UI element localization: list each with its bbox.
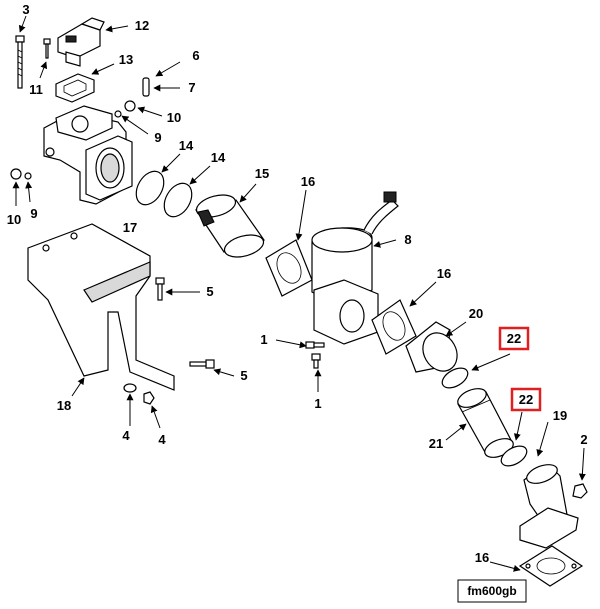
throttle-housing <box>43 105 133 205</box>
callout-1-bottom: 1 <box>314 396 321 411</box>
small-screw <box>43 38 51 59</box>
callout-16-a: 16 <box>301 174 315 189</box>
mounting-bracket <box>27 223 175 391</box>
plug-top <box>114 100 136 118</box>
callout-11: 11 <box>29 82 43 97</box>
callout-17: 17 <box>123 220 137 235</box>
dowel-pin <box>142 77 150 97</box>
svg-text:22: 22 <box>507 331 521 346</box>
long-bolt <box>15 35 25 89</box>
callout-15: 15 <box>255 166 269 181</box>
flange-adapter <box>405 321 458 373</box>
bolt-5-upper <box>155 277 165 301</box>
callout-4-right: 4 <box>158 432 166 447</box>
coupling-sleeve <box>195 194 265 258</box>
callout-19: 19 <box>553 408 567 423</box>
bolt-5-lower <box>189 359 215 369</box>
callout-12: 12 <box>135 18 149 33</box>
nut-2 <box>572 483 588 499</box>
sleeve-21 <box>457 388 514 458</box>
callout-10-left: 10 <box>7 212 21 227</box>
egr-valve <box>311 191 399 345</box>
callout-6: 6 <box>192 48 199 63</box>
callout-1-left: 1 <box>260 332 267 347</box>
callout-21: 21 <box>429 436 443 451</box>
screw-1-upper <box>305 341 325 349</box>
plug-left <box>10 168 32 180</box>
callout-20: 20 <box>469 306 483 321</box>
highlighted-callout-22-lower: 22 <box>510 387 542 412</box>
svg-text:22: 22 <box>519 392 533 407</box>
callout-18: 18 <box>57 398 71 413</box>
screw-1-lower <box>311 353 321 369</box>
gasket-small <box>55 73 95 103</box>
figure-id-box: fm600gb <box>457 579 527 603</box>
square-gasket-2 <box>371 299 417 355</box>
o-ring-22-lower <box>500 445 528 467</box>
callout-8: 8 <box>404 232 411 247</box>
callout-5-upper: 5 <box>206 284 213 299</box>
figure-id: fm600gb <box>467 584 516 598</box>
callout-4-left: 4 <box>122 428 130 443</box>
callout-9-left: 9 <box>30 206 37 221</box>
callout-10-top: 10 <box>167 110 181 125</box>
callout-9-top: 9 <box>154 130 161 145</box>
callout-5-lower: 5 <box>240 368 247 383</box>
leader-lines <box>12 15 586 572</box>
callout-14-a: 14 <box>179 138 194 153</box>
callout-2: 2 <box>580 432 587 447</box>
callout-13: 13 <box>119 52 133 67</box>
callout-16-b: 16 <box>437 266 451 281</box>
highlighted-callout-22-upper: 22 <box>498 326 530 351</box>
callout-3: 3 <box>22 2 29 17</box>
o-rings <box>135 170 193 218</box>
elbow-pipe <box>519 464 579 549</box>
o-ring-22-upper <box>441 367 469 389</box>
callout-labels: 3 11 12 13 6 7 10 9 10 9 14 14 17 15 16 … <box>7 2 588 565</box>
callout-14-b: 14 <box>211 150 226 165</box>
sensor-module <box>57 17 105 67</box>
nut-4-left <box>123 383 137 393</box>
nut-4-right <box>143 391 155 405</box>
square-gasket-bottom <box>518 545 584 587</box>
callout-16-c: 16 <box>475 550 489 565</box>
callout-7: 7 <box>188 80 195 95</box>
square-gasket-1 <box>265 239 313 297</box>
